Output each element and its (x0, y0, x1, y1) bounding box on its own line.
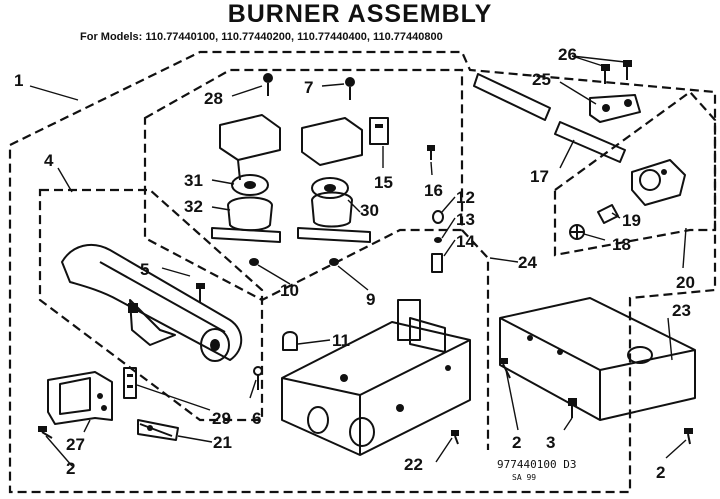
callout-29: 29 (212, 409, 231, 428)
callout-19: 19 (622, 211, 641, 230)
callout-13: 13 (456, 210, 475, 229)
valve-body-32 (211, 196, 281, 243)
bracket-25 (589, 94, 641, 123)
spacer-29 (123, 367, 137, 399)
screw-3 (568, 398, 577, 418)
bracket-23 (499, 297, 696, 421)
diagram-title: BURNER ASSEMBLY (227, 0, 493, 28)
outline-igniter-20 (553, 90, 717, 257)
valve-body (281, 299, 471, 456)
callout-10: 10 (280, 281, 299, 300)
callout-4: 4 (44, 151, 54, 170)
callout-31: 31 (184, 171, 203, 190)
callout-3: 3 (546, 433, 555, 452)
drawing-code: 977440100 D3 (497, 458, 576, 471)
part-19 (597, 204, 619, 224)
screw-22 (451, 430, 459, 445)
pipe-17 (473, 73, 626, 163)
callout-18: 18 (612, 235, 631, 254)
screw-28 (263, 73, 273, 96)
electrode-21 (137, 419, 179, 441)
callout-16: 16 (424, 181, 443, 200)
callout-6: 6 (252, 409, 261, 428)
outline-assembly-1 (8, 50, 717, 494)
leader-lines (29, 55, 687, 467)
bracket-27 (47, 371, 113, 425)
callout-5: 5 (140, 260, 149, 279)
callout-27: 27 (66, 435, 85, 454)
callout-9: 9 (366, 290, 375, 309)
callout-11: 11 (332, 331, 350, 350)
callout-14: 14 (456, 232, 475, 251)
screw-7 (345, 77, 355, 100)
callout-20: 20 (676, 273, 695, 292)
solenoid-31 (219, 114, 281, 196)
igniter-20 (631, 159, 686, 206)
screw-2-mid (499, 358, 511, 379)
part-16 (427, 145, 435, 160)
screw-5 (196, 283, 205, 303)
callout-7: 7 (304, 78, 313, 97)
part-18 (569, 224, 585, 240)
screw-2-left (38, 426, 53, 439)
drawing-subcode: SA 99 (512, 473, 536, 482)
models-line: For Models: 110.77440100, 110.77440200, … (80, 31, 443, 43)
callout-24: 24 (518, 253, 537, 272)
callout-25: 25 (532, 70, 551, 89)
callout-2-right: 2 (656, 463, 665, 482)
screws-26 (601, 60, 632, 84)
callout-32: 32 (184, 197, 203, 216)
callout-26: 26 (558, 45, 577, 64)
callout-1: 1 (14, 71, 23, 90)
callout-12: 12 (456, 188, 475, 207)
screw-2-right (684, 428, 693, 445)
callout-15: 15 (374, 173, 393, 192)
callout-22: 22 (404, 455, 423, 474)
callout-2-left: 2 (66, 459, 75, 478)
part-6 (253, 366, 263, 390)
callout-23: 23 (672, 301, 691, 320)
solenoid-30 (297, 117, 371, 243)
callout-28: 28 (204, 89, 223, 108)
burner-tube (61, 243, 243, 362)
clip-15 (369, 117, 389, 145)
callout-21: 21 (213, 433, 232, 452)
outline-valve-group (143, 68, 464, 302)
callout-30: 30 (360, 201, 379, 220)
callout-2-mid: 2 (512, 433, 521, 452)
callout-17: 17 (530, 167, 549, 186)
small-part-10 (249, 258, 339, 266)
callout-labels: 1 4 5 6 29 21 27 2 28 7 31 32 30 15 16 1… (14, 45, 695, 482)
cap-11 (282, 331, 298, 351)
outline-burner-4 (38, 188, 264, 422)
parts-12-14 (431, 210, 444, 273)
